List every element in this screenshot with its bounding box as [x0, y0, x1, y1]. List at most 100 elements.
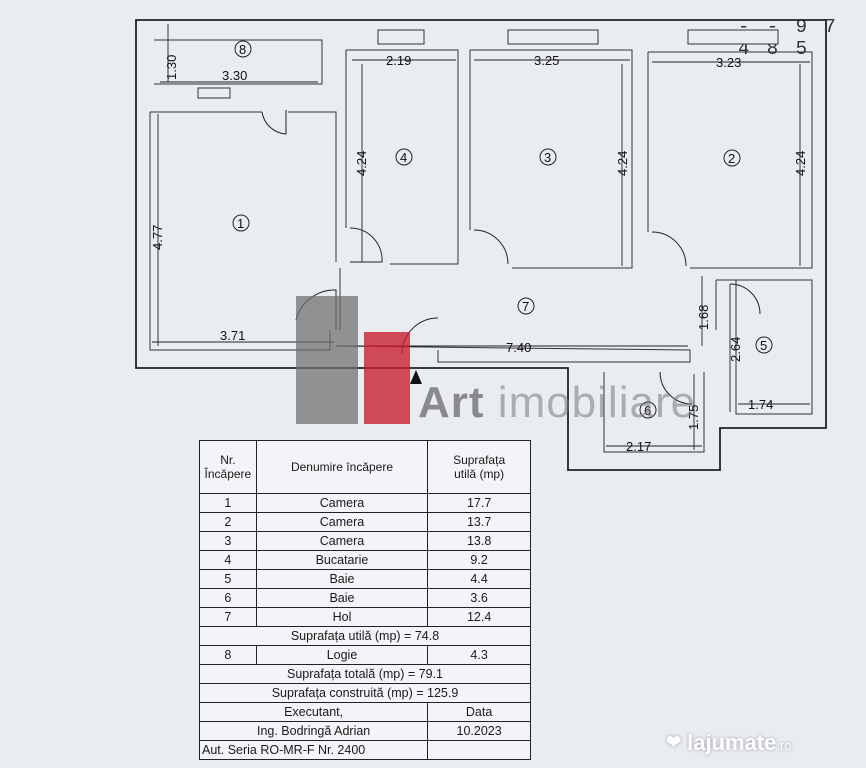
- row-name: Baie: [255, 569, 429, 589]
- room-number-5: 5: [760, 338, 767, 353]
- door-room3: [473, 229, 509, 265]
- header-area: Suprafața utilă (mp): [427, 440, 531, 494]
- room-marker-5: 5: [755, 336, 773, 354]
- table-header-row: Nr. Încăpere Denumire încăpere Suprafața…: [199, 440, 531, 494]
- row-name: Camera: [255, 493, 429, 513]
- built-area: Suprafața construită (mp) = 125.9: [199, 683, 531, 703]
- inner-wall-room3: [469, 49, 633, 269]
- room-marker-7: 7: [517, 297, 535, 315]
- dim-r6-width: 2.17: [626, 439, 651, 454]
- row-nr: 3: [199, 531, 257, 551]
- room-marker-2: 2: [723, 149, 741, 167]
- outer-wall: [135, 19, 827, 471]
- loggia-name: Logie: [255, 645, 429, 665]
- dim-r1-width: 3.71: [220, 328, 245, 343]
- row-nr: 7: [199, 607, 257, 627]
- row-area: 9.2: [427, 550, 531, 570]
- dim-r4-width: 2.19: [386, 53, 411, 68]
- room-legend-table: Nr. Încăpere Denumire încăpere Suprafața…: [198, 440, 531, 760]
- site-watermark: ❤lajumate.ro: [666, 730, 792, 756]
- inner-wall-top-band: [154, 39, 323, 85]
- header-nr: Nr. Încăpere: [199, 440, 257, 494]
- room-marker-1: 1: [232, 214, 250, 232]
- row-nr: 6: [199, 588, 257, 608]
- row-name: Baie: [255, 588, 429, 608]
- total-row: Suprafața totală (mp) = 79.1: [199, 664, 531, 684]
- row-nr: 2: [199, 512, 257, 532]
- date-label: Data: [427, 702, 531, 722]
- dim-r2-height: 4.24: [793, 151, 808, 176]
- row-name: Bucatarie: [255, 550, 429, 570]
- built-row: Suprafața construită (mp) = 125.9: [199, 683, 531, 703]
- inner-wall-room2: [647, 51, 813, 269]
- room-marker-3: 3: [539, 148, 557, 166]
- dim-r8-width: 3.30: [222, 68, 247, 83]
- entry-arrow-icon: [410, 370, 422, 384]
- dim-r2-width: 3.23: [716, 55, 741, 70]
- dim-r5-width: 1.74: [748, 397, 773, 412]
- door-room2: [651, 231, 687, 267]
- row-area: 4.4: [427, 569, 531, 589]
- window-room4: [377, 29, 425, 45]
- loggia-nr: 8: [199, 645, 257, 665]
- row-nr: 5: [199, 569, 257, 589]
- executant-name: Ing. Bodringă Adrian: [198, 721, 429, 741]
- watermark-brand-bold: Art: [418, 378, 485, 427]
- dim-r7-width: 7.40: [506, 340, 531, 355]
- executant-label-row: Executant, Data: [198, 702, 531, 722]
- window-room8: [197, 87, 231, 99]
- table-row: 7 Hol 12.4: [199, 607, 531, 627]
- row-name: Hol: [255, 607, 429, 627]
- row-area: 3.6: [427, 588, 531, 608]
- room-marker-8: 8: [234, 40, 252, 58]
- dim-r6-height: 1.75: [686, 405, 701, 430]
- authorization: Aut. Seria RO-MR-F Nr. 2400: [198, 740, 429, 760]
- loggia-area: 4.3: [427, 645, 531, 665]
- dim-r4-height: 4.24: [354, 151, 369, 176]
- row-name: Camera: [255, 512, 429, 532]
- table-row: 2 Camera 13.7: [199, 512, 531, 532]
- watermark-brand-rest: imobiliare: [484, 378, 697, 427]
- room-marker-6: 6: [639, 401, 657, 419]
- table-row: 6 Baie 3.6: [199, 588, 531, 608]
- site-name: lajumate: [687, 730, 777, 755]
- table-row: 1 Camera 17.7: [199, 493, 531, 513]
- executant-row: Ing. Bodringă Adrian 10.2023: [198, 721, 531, 741]
- dim-r8-height: 1.30: [164, 55, 179, 80]
- table-row: 3 Camera 13.8: [199, 531, 531, 551]
- row-area: 13.8: [427, 531, 531, 551]
- dim-r1-height: 4.77: [150, 225, 165, 250]
- row-area: 13.7: [427, 512, 531, 532]
- room-number-7: 7: [522, 299, 529, 314]
- row-area: 17.7: [427, 493, 531, 513]
- dim-r3-height: 4.24: [615, 151, 630, 176]
- room-number-4: 4: [400, 150, 407, 165]
- loggia-row: 8 Logie 4.3: [199, 645, 531, 665]
- authorization-empty: [427, 740, 531, 760]
- table-row: 5 Baie 4.4: [199, 569, 531, 589]
- authorization-row: Aut. Seria RO-MR-F Nr. 2400: [198, 740, 531, 760]
- inner-wall-room4: [345, 49, 459, 265]
- dim-r7-height: 1.68: [696, 305, 711, 330]
- window-room3: [507, 29, 599, 45]
- heart-handshake-icon: ❤: [666, 732, 682, 752]
- inner-wall-room5: [715, 279, 813, 415]
- row-nr: 4: [199, 550, 257, 570]
- door-room6: [659, 371, 693, 405]
- dim-r5-height: 2.64: [728, 337, 743, 362]
- watermark-red-block: [364, 332, 410, 424]
- room-number-8: 8: [239, 42, 246, 57]
- row-name: Camera: [255, 531, 429, 551]
- header-name: Denumire încăpere: [255, 440, 429, 494]
- door-room4: [349, 227, 383, 263]
- window-room2: [687, 29, 779, 45]
- watermark-gray-block: [296, 296, 358, 424]
- dim-r3-width: 3.25: [534, 53, 559, 68]
- site-suffix: .ro: [776, 738, 792, 753]
- room-number-3: 3: [544, 150, 551, 165]
- table-row: 4 Bucatarie 9.2: [199, 550, 531, 570]
- room-number-1: 1: [237, 216, 244, 231]
- useful-total-row: Suprafața utilă (mp) = 74.8: [199, 626, 531, 646]
- room-number-6: 6: [644, 403, 651, 418]
